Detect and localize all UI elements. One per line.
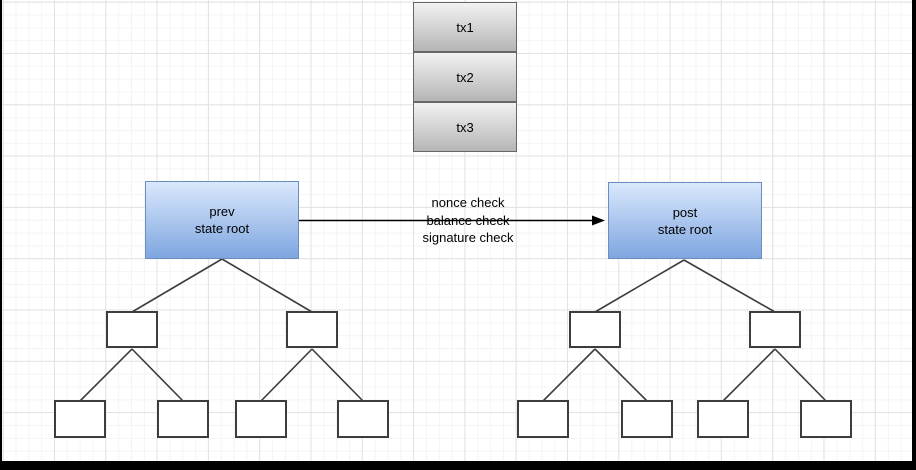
window-edge-bottom [0, 461, 916, 470]
right-tree-leaf-2[interactable] [621, 400, 673, 438]
left-tree-leaf-2[interactable] [157, 400, 209, 438]
tree-edge [260, 348, 313, 402]
left-tree-child-1[interactable] [106, 311, 158, 348]
right-tree-leaf-1[interactable] [517, 400, 569, 438]
arrow-label-line-2: balance check [426, 212, 510, 228]
left-tree-leaf-4[interactable] [337, 400, 389, 438]
tree-edge [774, 348, 827, 402]
right-tree-child-1[interactable] [569, 311, 621, 348]
window-edge-left [0, 0, 2, 461]
window-edge-right [911, 0, 916, 470]
tx1-box[interactable]: tx1 [413, 2, 517, 52]
tree-edge [542, 348, 596, 402]
tree-edge [722, 348, 776, 402]
tree-edge [221, 258, 313, 313]
left-tree-leaf-1[interactable] [54, 400, 106, 438]
post-state-root-node[interactable]: post state root [608, 182, 762, 259]
left-tree-leaf-3[interactable] [235, 400, 287, 438]
arrow-head-icon [592, 215, 605, 226]
left-tree-child-2[interactable] [286, 311, 338, 348]
arrow-label-line-3: signature check [422, 230, 514, 245]
right-tree-leaf-3[interactable] [697, 400, 749, 438]
tx3-box[interactable]: tx3 [413, 102, 517, 152]
tx-stack: tx1 tx2 tx3 [413, 2, 517, 152]
tree-edge [683, 259, 776, 313]
tree-edge [594, 348, 648, 402]
tree-edge [131, 348, 184, 402]
right-tree-leaf-4[interactable] [800, 400, 852, 438]
tree-edge [79, 348, 133, 402]
tree-edge [594, 259, 685, 313]
tree-edge [311, 348, 364, 402]
right-tree-child-2[interactable] [749, 311, 801, 348]
arrow-label-line-1: nonce check [431, 195, 505, 210]
prev-state-root-node[interactable]: prev state root [145, 181, 299, 259]
tx2-box[interactable]: tx2 [413, 52, 517, 102]
tree-edge [131, 258, 223, 313]
transition-arrow-label: nonce check balance check signature chec… [388, 194, 548, 247]
